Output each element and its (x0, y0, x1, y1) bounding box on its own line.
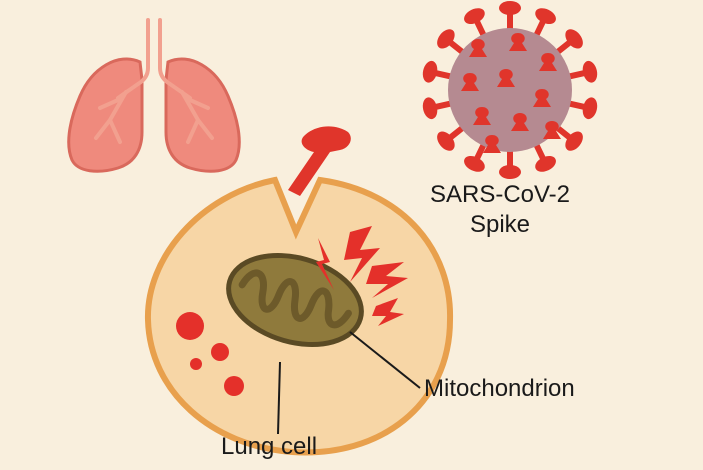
virus-surface-protein (473, 107, 491, 125)
virus-surface-protein (497, 69, 515, 87)
virus-spike-head (535, 155, 556, 172)
leader-lines (277, 331, 421, 435)
bolt-3 (366, 262, 408, 298)
virus-label-line1: SARS-CoV-2 (429, 181, 571, 208)
bolt-4 (372, 298, 404, 326)
lung-cell-label: Lung cell (221, 433, 318, 460)
airway (94, 18, 214, 144)
right-lung (164, 57, 241, 173)
virus-spike-head (422, 97, 438, 120)
virus-surface-protein (511, 113, 529, 131)
virus-spike-head (437, 131, 455, 151)
virus-surface-protein (509, 33, 527, 51)
virus-spike-head (437, 29, 455, 49)
virus-surface-protein (533, 89, 551, 107)
virus-surface-protein (539, 53, 557, 71)
virus-spike-head (499, 165, 521, 179)
vesicle-small (190, 358, 202, 370)
virus-surface-protein (543, 121, 561, 139)
vesicle-medium (211, 343, 229, 361)
virus-spike-head (565, 29, 583, 49)
virus-spike-head (464, 8, 485, 25)
virus-label-line2: Spike (469, 211, 531, 238)
lungs-icon (67, 18, 241, 173)
virus-label: SARS-CoV-2 Spike (420, 180, 580, 240)
virus-surface-protein (483, 135, 501, 153)
lightning-bolt-icon (316, 226, 408, 326)
vesicles (176, 312, 244, 396)
spike-head (288, 126, 351, 196)
virus-icon (422, 1, 598, 179)
virus-spike-head (582, 60, 598, 83)
bolt-2 (344, 226, 380, 282)
virus-surface-protein (469, 39, 487, 57)
spike-protein-icon (288, 126, 351, 196)
virus-spike-head (565, 131, 583, 151)
bolt-1 (316, 238, 334, 290)
virus-spike-head (422, 60, 438, 83)
mitochondrion-cristae (238, 269, 352, 329)
left-lung (67, 57, 144, 173)
virus-surface-proteins (461, 33, 561, 153)
virus-spike-head (464, 155, 485, 172)
virus-spike-head (499, 1, 521, 15)
vesicle-large (176, 312, 204, 340)
mitochondrion-label: Mitochondrion (424, 375, 575, 402)
virus-spike-head (582, 97, 598, 120)
virus-spike-head (535, 8, 556, 25)
virus-surface-protein (461, 73, 479, 91)
vesicle-bottom (224, 376, 244, 396)
lung-cell-leader (277, 361, 281, 435)
mitochondrion-leader (349, 331, 421, 389)
